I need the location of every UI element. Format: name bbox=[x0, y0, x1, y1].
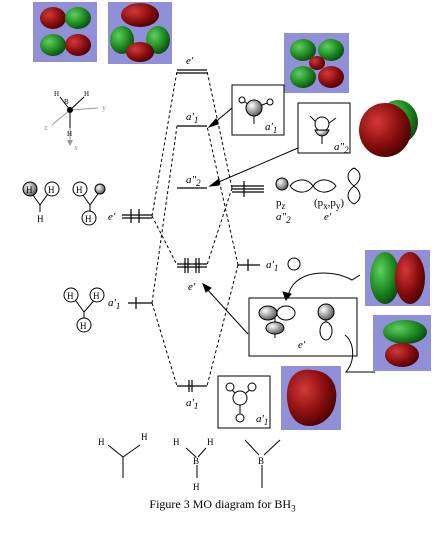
h3-e-label: e' bbox=[108, 211, 116, 223]
bh3-structure-1 bbox=[107, 444, 141, 478]
axis-atom-h2: H bbox=[84, 90, 89, 98]
h3-atom-6: H bbox=[67, 291, 74, 301]
h3-atom-7: H bbox=[93, 291, 100, 301]
orbital-render-e-lower2 bbox=[373, 315, 431, 371]
orbital-render-e2 bbox=[108, 2, 172, 64]
mo-box-a1-top bbox=[231, 84, 285, 136]
pointer-arrows bbox=[202, 107, 375, 373]
orbital-render-a1-lower bbox=[281, 366, 341, 430]
mo-box-e bbox=[248, 297, 358, 357]
axis-label-z: z bbox=[44, 123, 48, 132]
orbital-render-e-lower bbox=[365, 250, 430, 306]
bh3-2-h-bottom: H bbox=[193, 482, 200, 492]
level-label-a2: a"2 bbox=[186, 174, 201, 188]
axis-label-x: x bbox=[74, 143, 78, 152]
bh3-1-h-right: H bbox=[141, 432, 148, 442]
h3-atom-5: H bbox=[85, 214, 92, 224]
h3-atom-3: H bbox=[37, 214, 44, 224]
pxpy-label: (px,py) bbox=[314, 197, 344, 211]
axis-atom-h1: H bbox=[54, 90, 59, 98]
bh3-structure-2 bbox=[185, 447, 207, 478]
bh3-3-boron: B bbox=[258, 456, 264, 466]
h3-e-orbital-a bbox=[22, 181, 60, 212]
pz-sym-label: a"2 bbox=[276, 211, 291, 225]
mo-box-a2-top bbox=[297, 102, 351, 154]
level-label-b-a1: a'1 bbox=[266, 259, 278, 273]
orbital-render-e1 bbox=[33, 2, 97, 62]
b-p-orbitals bbox=[275, 167, 361, 271]
level-label-e-mid: e' bbox=[188, 281, 196, 293]
bh3-2-h-left: H bbox=[173, 437, 180, 447]
h3-atom-4: H bbox=[76, 185, 83, 195]
h3-e-orbital-b bbox=[72, 181, 106, 226]
h3-atom-8: H bbox=[80, 321, 87, 331]
h3-atom-1: H bbox=[26, 185, 33, 195]
figure-caption: Figure 3 MO diagram for BH3 bbox=[149, 497, 296, 514]
axis-atom-b: B bbox=[64, 98, 69, 106]
h3-atom-2: H bbox=[48, 185, 55, 195]
box-a1-bottom-label: a'1 bbox=[256, 413, 268, 427]
pxpy-sym-label: e' bbox=[324, 211, 332, 223]
box-a1-top-label: a'1 bbox=[265, 121, 277, 135]
orbital-render-a2 bbox=[354, 95, 424, 159]
axis-atom-h3: H bbox=[67, 130, 72, 138]
bh3-2-boron: B bbox=[193, 456, 199, 466]
box-a2-top-label: a"2 bbox=[334, 141, 349, 155]
level-label-a1-upper: a'1 bbox=[186, 111, 198, 125]
electron-pairs bbox=[130, 181, 249, 392]
bh3-1-h-left: H bbox=[98, 437, 105, 447]
mo-box-a1-bottom bbox=[217, 375, 271, 429]
coordinate-axes bbox=[51, 96, 99, 146]
pz-label: pz bbox=[276, 197, 286, 211]
axis-label-y: y bbox=[102, 103, 106, 112]
correlation-lines bbox=[151, 70, 239, 387]
bh3-structure-3 bbox=[244, 439, 281, 488]
bh3-2-h-right: H bbox=[207, 437, 214, 447]
orbital-render-e-right bbox=[284, 33, 349, 93]
h3-a1-orbital bbox=[63, 287, 105, 333]
box-e-label: e' bbox=[298, 339, 306, 351]
level-label-a1-lower: a'1 bbox=[186, 397, 198, 411]
h3-a1-label: a'1 bbox=[108, 297, 120, 311]
level-label-e-top: e' bbox=[186, 55, 194, 67]
